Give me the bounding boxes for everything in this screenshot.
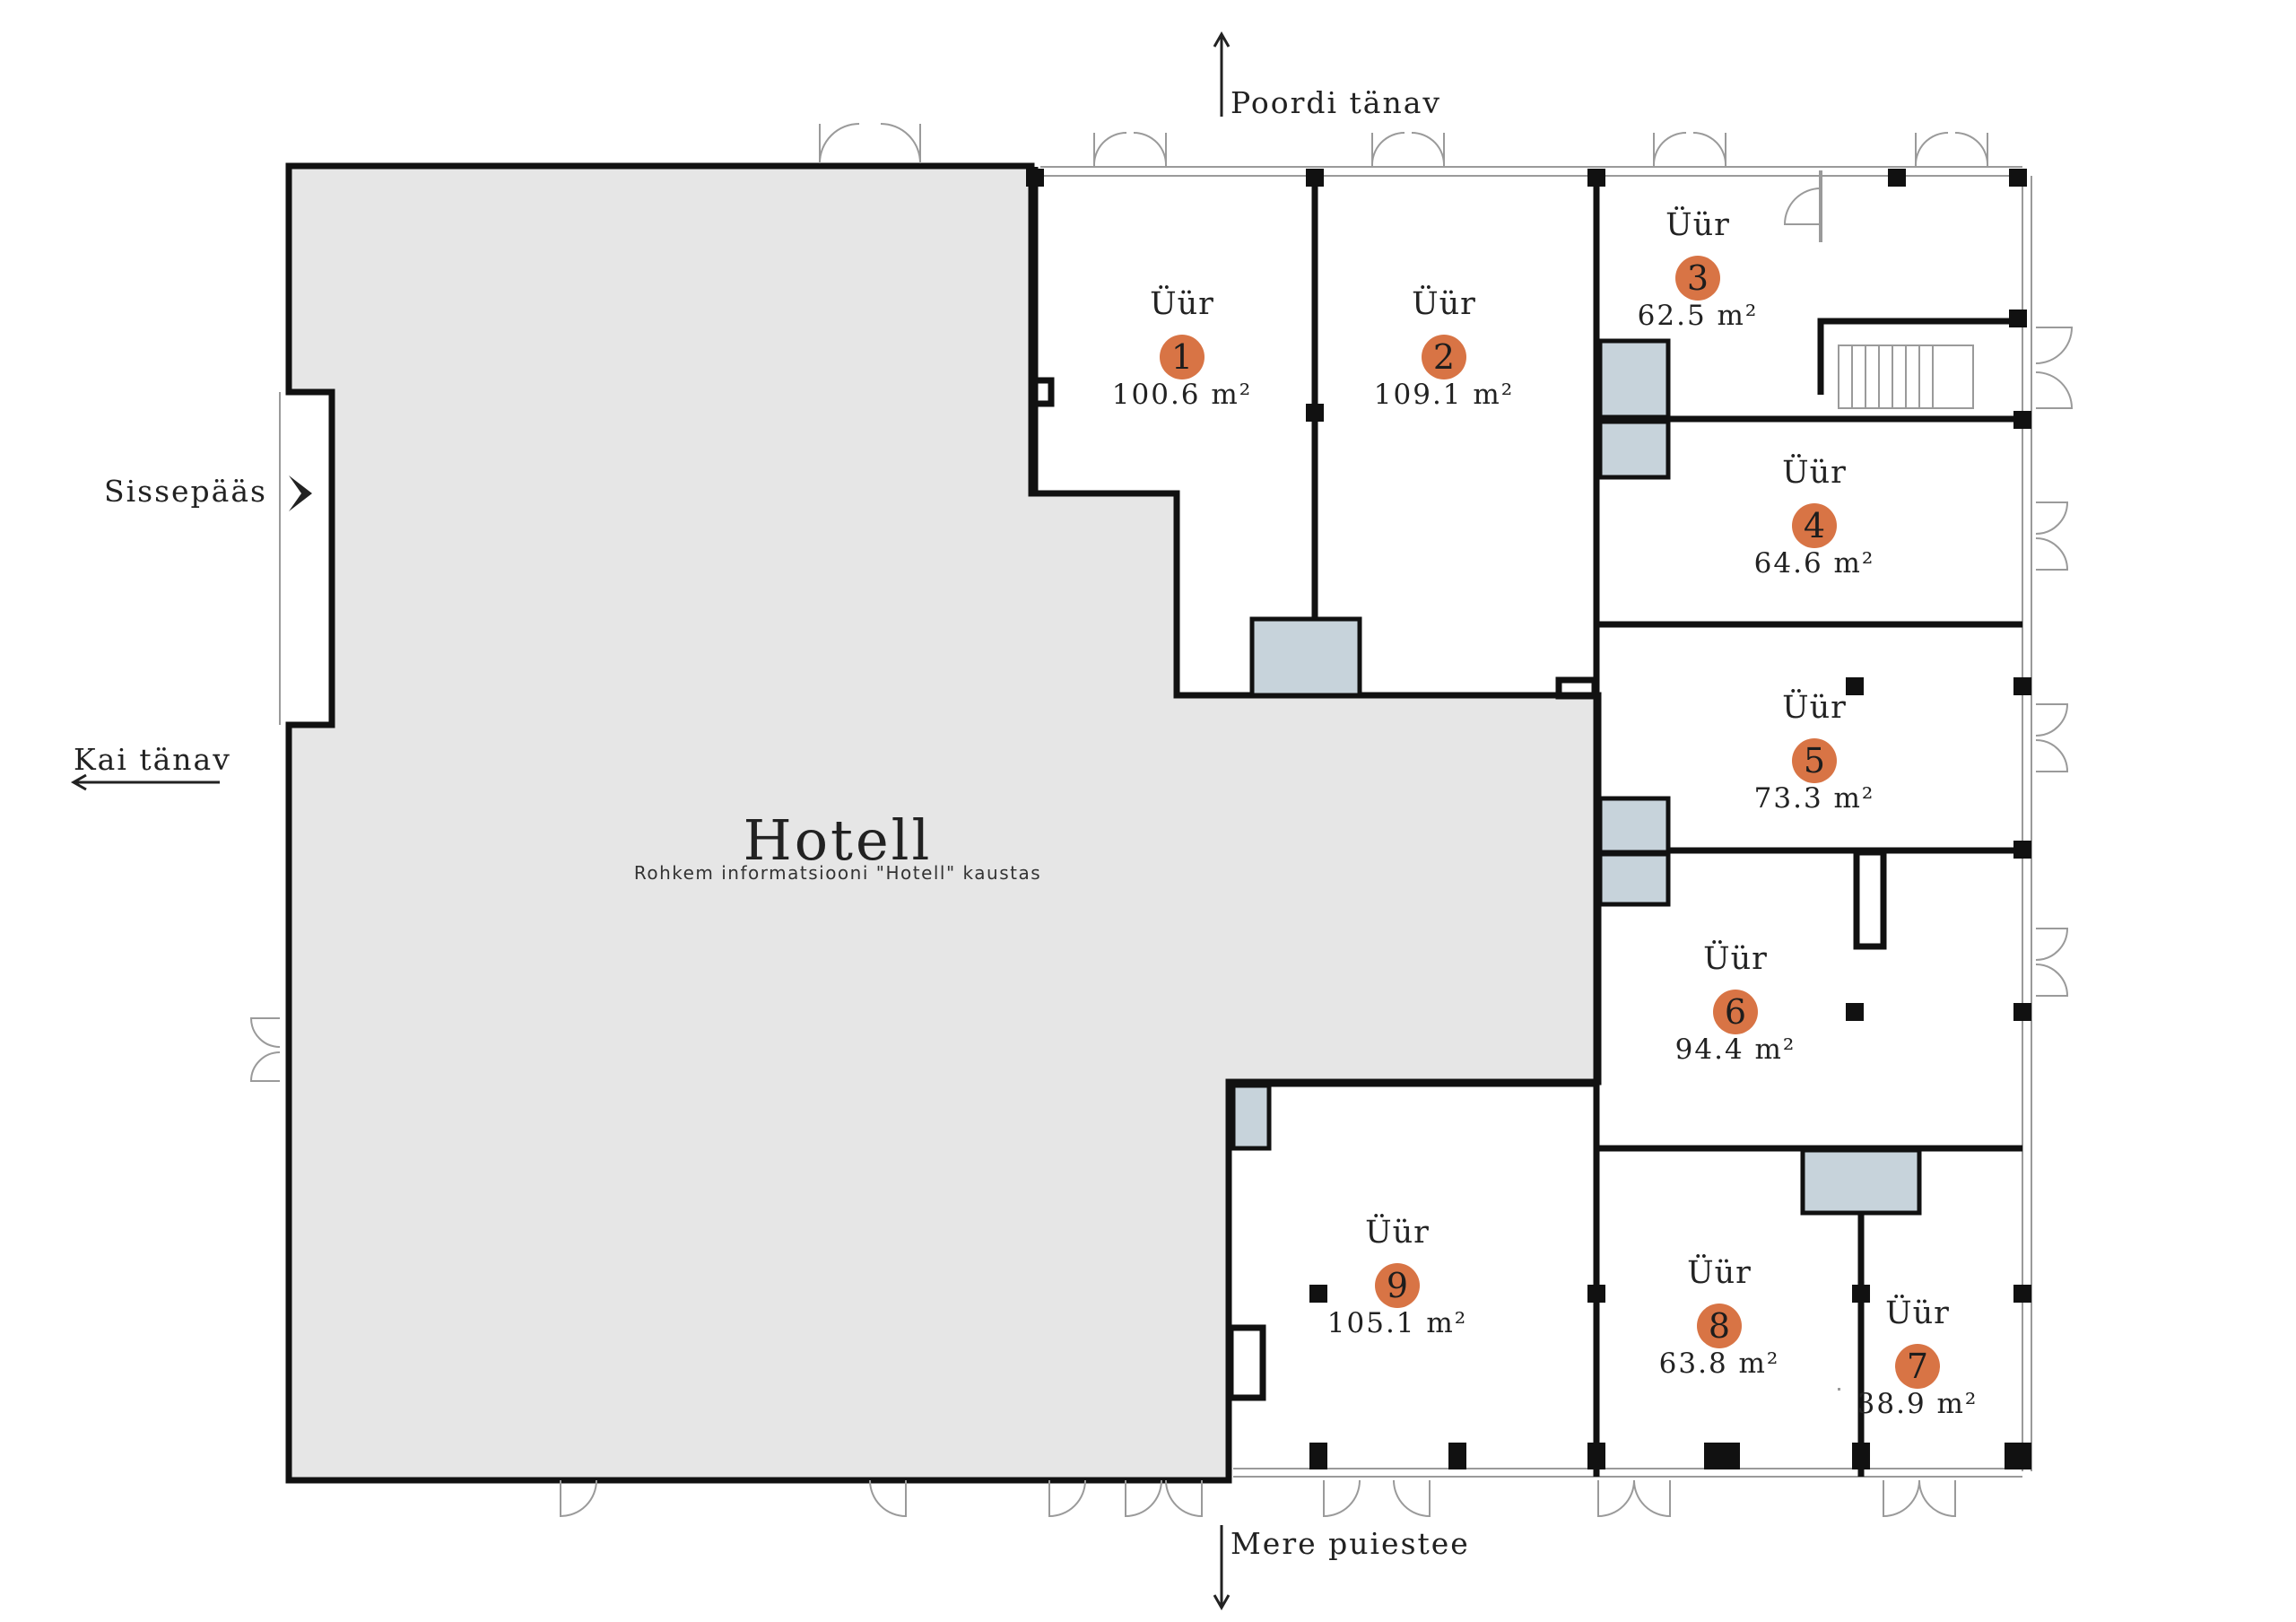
unit-label: Üür [1150,284,1214,322]
unit-number-badge [1792,738,1837,783]
unit-area: 64.6 m² [1754,547,1875,580]
unit-area: 63.8 m² [1659,1347,1780,1380]
unit-number-badge [1792,503,1837,548]
unit-area: 109.1 m² [1374,379,1514,411]
unit-label: Üür [1703,939,1768,977]
unit-7[interactable]: Üür 738.9 m² [1857,1294,1979,1420]
unit-number-badge [1675,256,1720,301]
unit-label: Üür [1687,1253,1752,1291]
staircase [1838,344,1974,409]
unit-label: Üür [1412,284,1476,322]
hotel-subtitle: Rohkem informatsiooni "Hotell" kaustas [634,862,1041,884]
unit-number-badge [1160,335,1205,379]
unit-number: 1 [1171,337,1193,377]
unit-5[interactable]: Üür 573.3 m² [1754,688,1875,815]
unit-label: Üür [1782,688,1847,726]
unit-label: Üür [1665,205,1730,243]
unit-3[interactable]: Üür 362.5 m² [1638,205,1759,332]
unit-area: 100.6 m² [1112,379,1252,411]
street-west: Kai tänav [70,742,231,791]
unit-number: 4 [1804,506,1825,545]
unit-label: Üür [1365,1213,1430,1251]
unit-number: 3 [1687,258,1709,298]
street-south: Mere puiestee [1213,1525,1470,1611]
unit-number: 5 [1804,741,1825,780]
unit-number: 2 [1433,337,1455,377]
street-label-west: Kai tänav [74,742,231,777]
entrance: Sissepääs [104,474,312,511]
unit-number: 6 [1725,992,1746,1032]
unit-label: Üür [1782,453,1847,491]
columns [1026,169,2031,1469]
chevron-right-icon [289,475,312,511]
unit-area: 38.9 m² [1857,1388,1979,1420]
wc-blocks [1231,338,1922,1391]
unit-number-badge [1697,1304,1742,1348]
unit-number: 8 [1709,1306,1730,1346]
unit-number-badge [1713,990,1758,1034]
unit-8[interactable]: Üür 863.8 m² [1659,1253,1780,1380]
unit-area: 62.5 m² [1638,300,1759,332]
doors [249,123,2074,1518]
unit-number-badge [1375,1263,1420,1308]
unit-number-badge [1895,1344,1940,1389]
unit-label: Üür [1885,1294,1950,1331]
unit-area: 105.1 m² [1327,1307,1467,1339]
street-label-south: Mere puiestee [1231,1526,1470,1561]
hotel-title: Hotell [744,807,933,873]
street-north: Poordi tänav [1213,31,1441,120]
entrance-label: Sissepääs [104,474,267,509]
unit-area: 94.4 m² [1675,1033,1796,1066]
unit-6[interactable]: Üür 694.4 m² [1675,939,1796,1066]
unit-number: 7 [1907,1347,1928,1386]
facade-lines [279,166,2032,1478]
unit-number: 9 [1387,1266,1408,1305]
unit-number-badge [1422,335,1466,379]
street-label-north: Poordi tänav [1231,85,1441,120]
unit-4[interactable]: Üür 464.6 m² [1754,453,1875,580]
unit-area: 73.3 m² [1754,782,1875,815]
